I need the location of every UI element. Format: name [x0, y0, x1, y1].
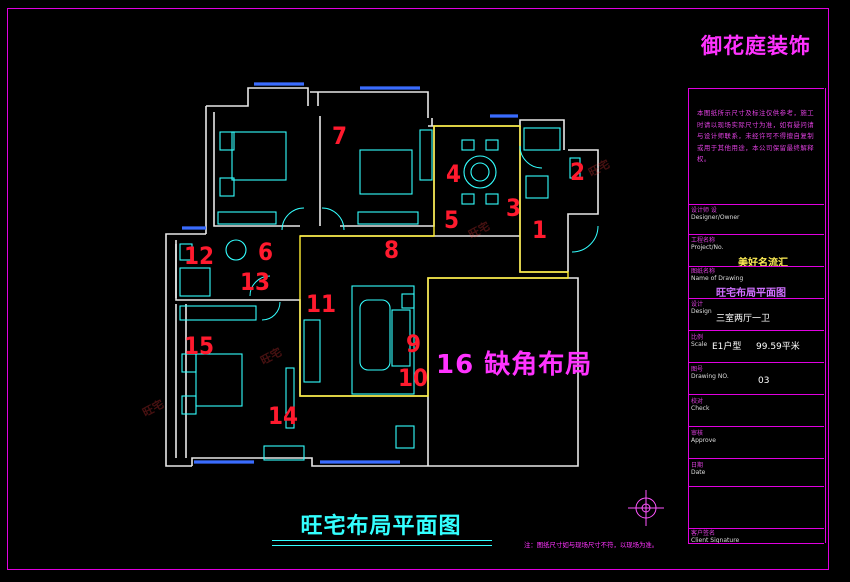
room-number-15: 15 [184, 332, 215, 360]
divider [688, 204, 824, 205]
divider [688, 362, 824, 363]
room-number-9: 9 [406, 330, 422, 358]
divider [688, 88, 824, 89]
title-underline [272, 540, 492, 541]
project-value: 美好名流汇 [738, 258, 788, 269]
divider [688, 486, 824, 487]
company-name: 御花庭装饰 [701, 34, 811, 58]
room-number-5: 5 [444, 206, 460, 234]
floor-area: 99.59平米 [756, 342, 800, 352]
drawing-name-value: 旺宅布局平面图 [716, 288, 786, 299]
room-number-2: 2 [570, 158, 586, 186]
divider [688, 543, 824, 544]
missing-corner-label: 16 缺角布局 [436, 350, 593, 380]
drawing-frame [7, 8, 829, 570]
room-number-7: 7 [332, 122, 348, 150]
room-number-14: 14 [268, 402, 299, 430]
room-number-6: 6 [258, 238, 274, 266]
unit-type: E1户型 [712, 342, 742, 352]
footnote: 注：图纸尺寸如与现场尺寸不符，以现场为准。 [524, 541, 659, 549]
room-number-4: 4 [446, 160, 462, 188]
drawing-no-value: 03 [758, 376, 770, 386]
title-underline [272, 545, 492, 546]
room-number-13: 13 [240, 268, 271, 296]
divider [688, 458, 824, 459]
room-number-10: 10 [398, 364, 429, 392]
design-notes: 本图纸所示尺寸及标注仅供参考，施工时请以现场实际尺寸为准，如有疑问请与设计师联系… [697, 109, 815, 164]
title-block [688, 88, 826, 543]
room-number-12: 12 [184, 242, 215, 270]
divider [688, 426, 824, 427]
plan-title: 旺宅布局平面图 [300, 514, 462, 539]
room-number-8: 8 [384, 236, 400, 264]
room-number-3: 3 [506, 194, 522, 222]
room-number-11: 11 [306, 290, 337, 318]
divider [688, 298, 824, 299]
design-value: 三室两厅一卫 [716, 314, 771, 324]
divider [688, 266, 824, 267]
room-number-1: 1 [532, 216, 548, 244]
divider [688, 330, 824, 331]
divider [688, 234, 824, 235]
divider [688, 394, 824, 395]
divider [688, 528, 824, 529]
